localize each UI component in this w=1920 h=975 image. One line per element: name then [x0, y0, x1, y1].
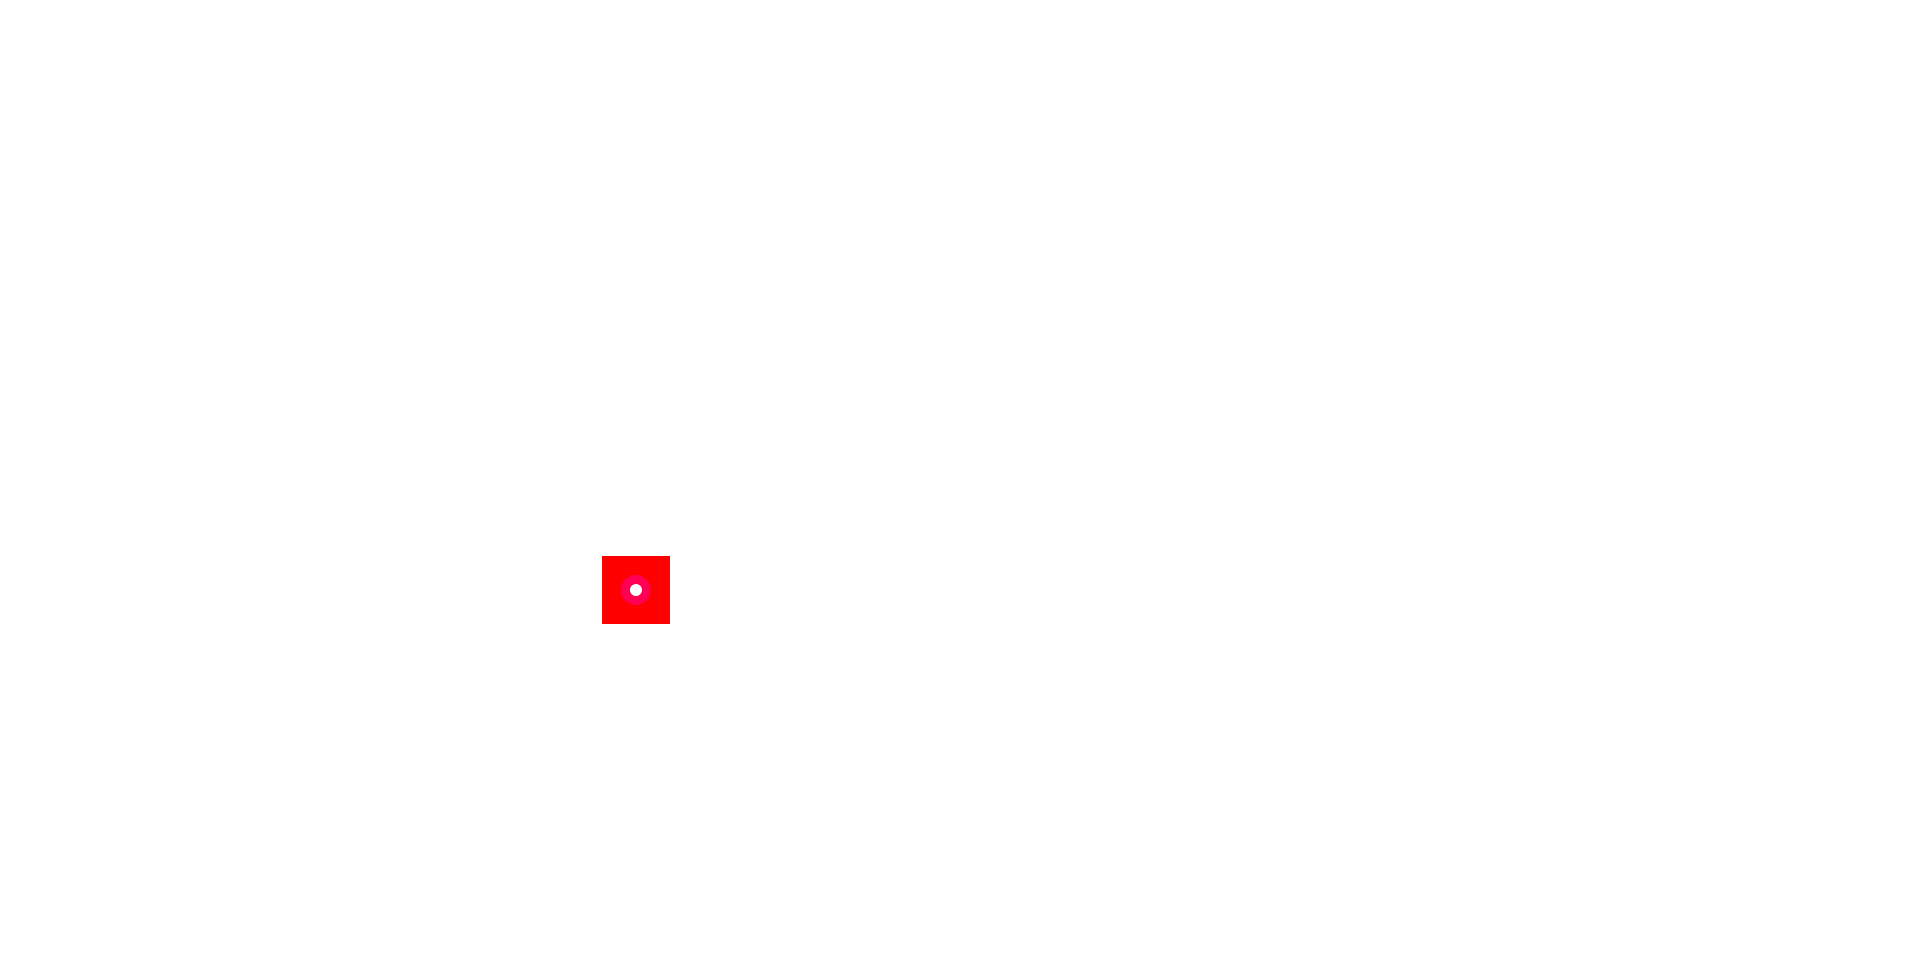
marker-dot-icon	[630, 584, 642, 596]
target-marker[interactable]	[602, 556, 670, 624]
marker-ring-icon	[621, 575, 651, 605]
